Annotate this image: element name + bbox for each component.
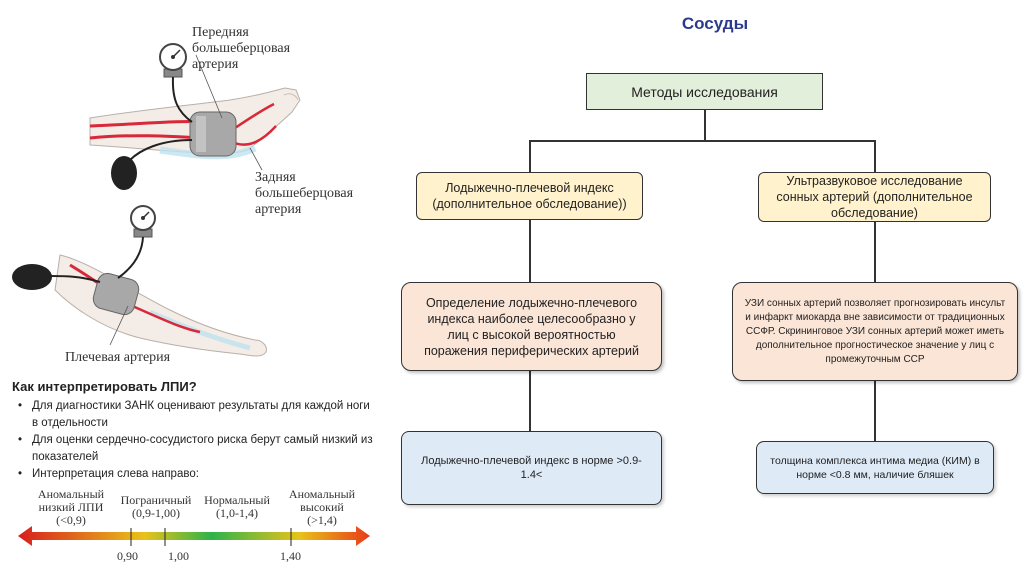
bulb-icon [12,264,52,290]
connector [874,140,876,172]
interpretation-list: Для диагностики ЗАНК оценивают результат… [18,398,378,483]
label-brachial-artery: Плечевая артерия [65,350,171,365]
connector [874,222,876,282]
carotid-result-node: толщина комплекса интима медиа (КИМ) в н… [756,441,994,494]
scale-category-normal: Нормальный (1,0-1,4) [204,493,270,520]
abi-result-node: Лодыжечно-плечевой индекс в норме >0.9-1… [401,431,662,505]
carotid-ultrasound-method-node: Ультразвуковое исследование сонных артер… [758,172,991,222]
tick-label: 1,40 [280,549,301,563]
abi-method-node: Лодыжечно-плечевой индекс (дополнительно… [416,172,643,220]
arm-illustration [54,254,267,357]
interpretation-title: Как интерпретировать ЛПИ? [12,379,197,394]
gauge-icon [130,205,156,238]
label-posterior-tibial-artery: Задняя большеберцовая артерия [255,170,354,217]
bulb-icon [111,156,137,190]
connector [529,220,531,282]
abi-detail-node: Определение лодыжечно-плечевого индекса … [401,282,662,371]
list-item: Для оценки сердечно-сосудистого риска бе… [18,432,378,466]
gauge-icon [159,43,187,78]
tick-label: 0,90 [117,549,138,563]
page-title: Сосуды [681,14,749,33]
connector [874,381,876,441]
connector [529,371,531,431]
label-anterior-tibial-artery: Передняя большеберцовая артерия [192,25,291,72]
scale-category-borderline: Пограничный (0,9-1,00) [120,493,192,520]
abi-scale-arrow [18,526,370,546]
list-item: Интерпретация слева направо: [18,466,378,483]
connector [529,140,531,172]
list-item: Для диагностики ЗАНК оценивают результат… [18,398,378,432]
connector [704,110,706,140]
connector [529,140,875,142]
measurement-illustration [12,43,301,357]
leg-illustration [89,87,301,160]
carotid-detail-node: УЗИ сонных артерий позволяет прогнозиров… [732,282,1018,381]
root-node: Методы исследования [586,73,823,110]
scale-category-low: Аномальный низкий ЛПИ (<0,9) [37,487,105,527]
tick-label: 1,00 [168,549,189,563]
scale-category-high: Аномальный высокий (>1,4) [288,487,356,527]
